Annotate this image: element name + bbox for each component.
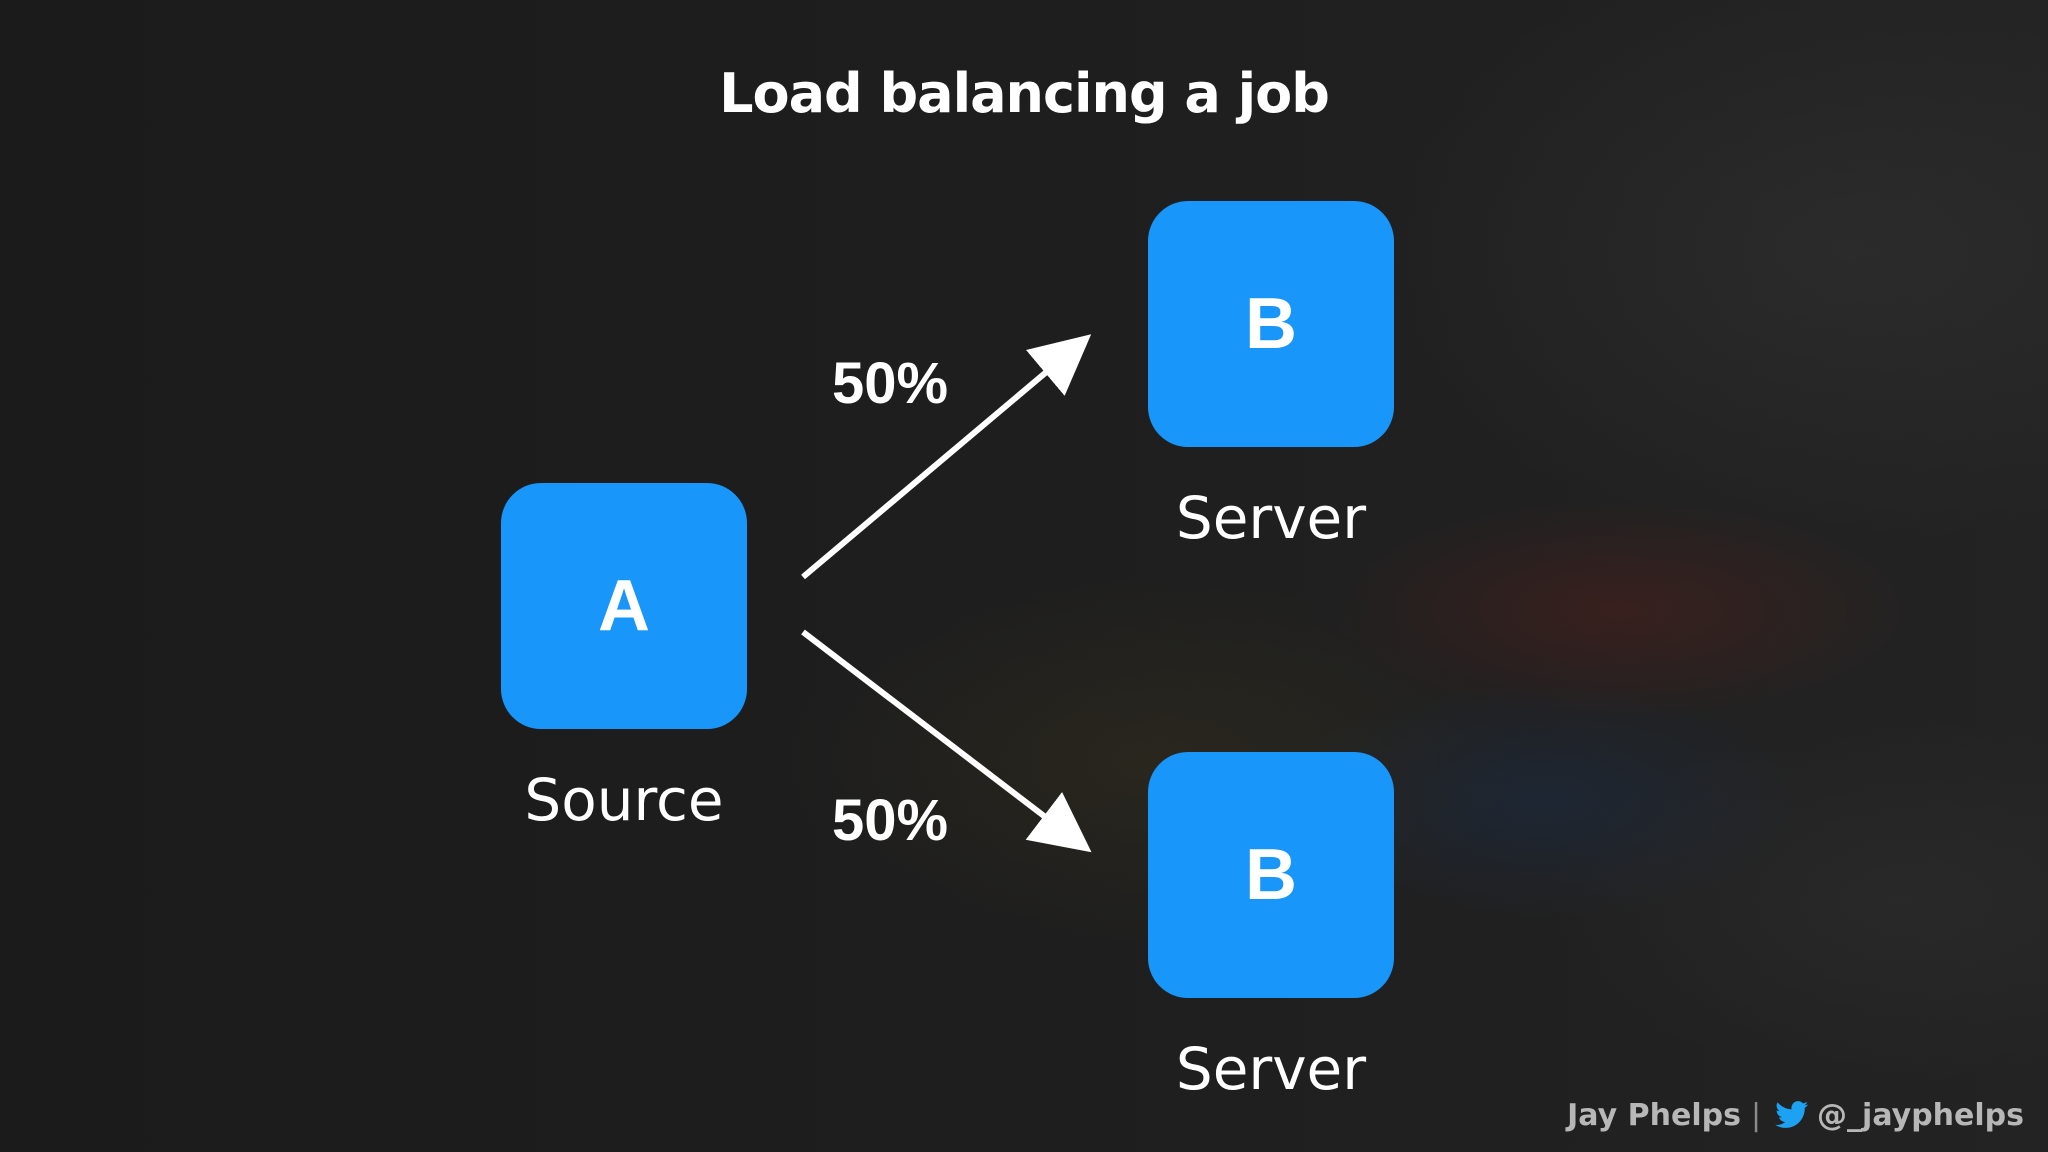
slide-title: Load balancing a job [719,62,1330,125]
footer-credits: Jay Phelps | @_jayphelps [1567,1090,2024,1140]
server-node-top: B [1148,201,1394,447]
twitter-handle: @_jayphelps [1817,1097,2024,1133]
server-node-top-letter: B [1245,284,1297,364]
footer-separator: | [1750,1097,1762,1133]
percentage-top: 50% [832,351,949,416]
author-name: Jay Phelps [1567,1097,1741,1133]
server-node-bottom-letter: B [1245,835,1297,915]
server-label-top: Server [1175,484,1367,552]
server-node-bottom: B [1148,752,1394,998]
twitter-icon [1775,1101,1809,1128]
arrow-to-top-server [801,334,1092,580]
arrow-to-bottom-server [801,629,1092,853]
source-label: Source [524,766,724,834]
percentage-bottom: 50% [832,788,949,853]
source-node: A [501,483,747,729]
server-label-bottom: Server [1175,1035,1367,1103]
source-node-letter: A [598,566,650,646]
